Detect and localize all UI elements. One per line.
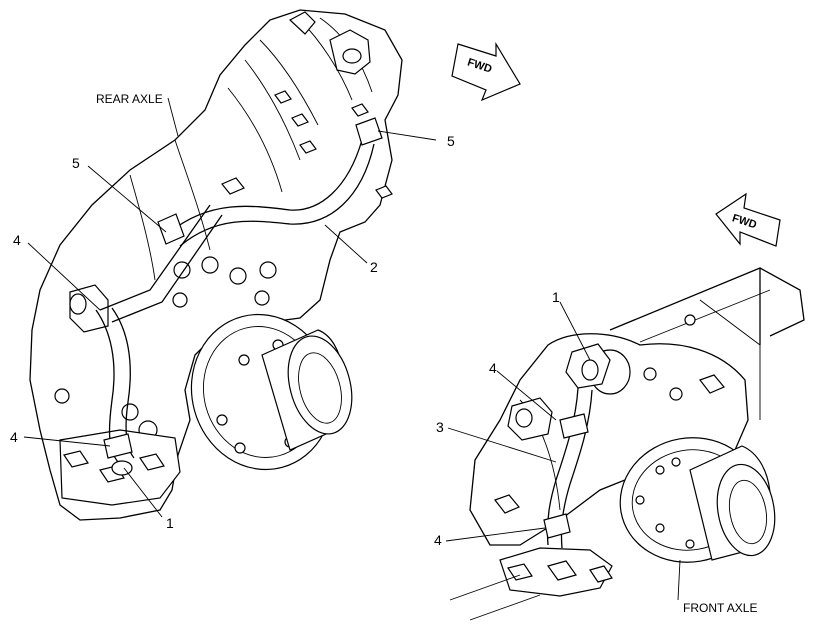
front-axle-assembly [449,267,805,621]
callout-front-4-upper: 4 [489,360,497,376]
callout-rear-2: 2 [370,259,378,275]
callout-front-4-lower: 4 [434,532,442,548]
fwd-arrow-right: FWD [715,192,781,247]
fwd-arrow-top: FWD [451,41,521,102]
callout-rear-1: 1 [166,515,174,531]
callout-front-3: 3 [436,419,444,435]
front-axle-caption: FRONT AXLE [683,601,757,615]
callout-rear-4-lower: 4 [10,429,18,445]
callout-front-1: 1 [552,289,560,305]
callout-rear-4-upper: 4 [13,232,21,248]
callout-rear-5-left: 5 [72,155,80,171]
callout-rear-5-top: 5 [447,133,455,149]
rear-axle-caption: REAR AXLE [96,92,163,106]
leader-lines [23,97,681,601]
